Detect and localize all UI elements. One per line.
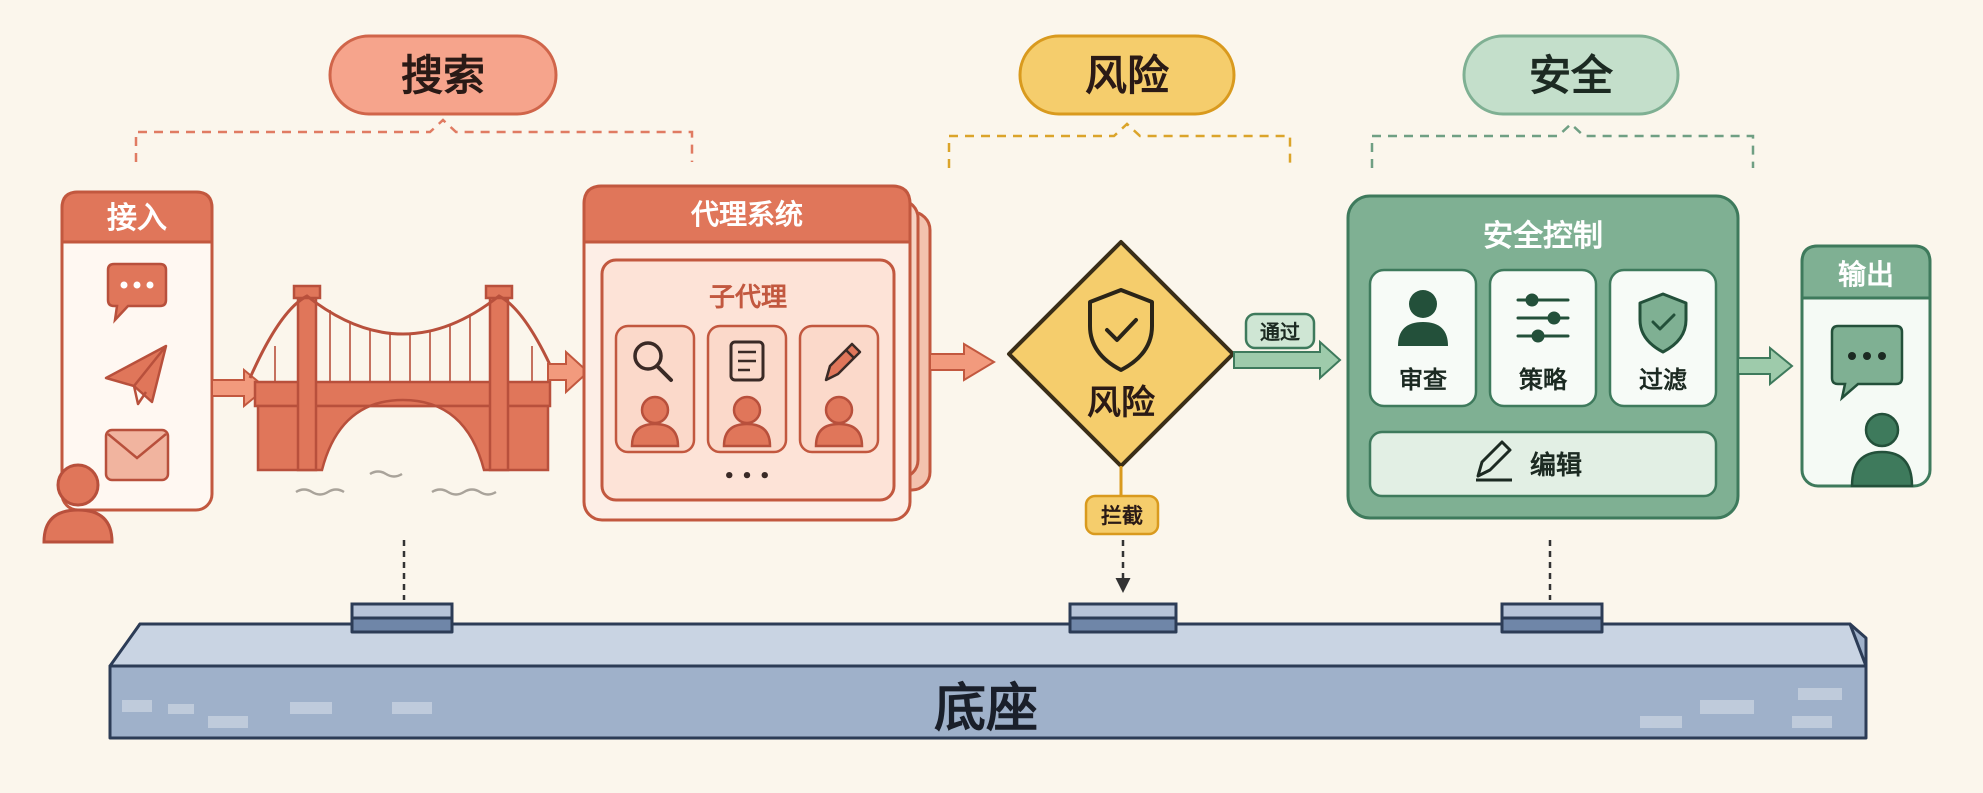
reviewer-person-icon	[1398, 290, 1448, 346]
security-card-label: 过滤	[1639, 366, 1687, 394]
sub-agent-more: • • •	[723, 466, 770, 487]
paper-plane-icon	[104, 344, 168, 406]
security-edit-label: 编辑	[1530, 450, 1582, 481]
sub-agent-title: 子代理	[709, 283, 787, 313]
agent-system-panel: 代理系统 子代理	[582, 184, 932, 522]
category-search: 搜索	[328, 34, 558, 116]
search-icon	[633, 341, 673, 382]
chat-bubble-icon	[1830, 324, 1904, 402]
arrow-bridge-to-agent	[547, 349, 590, 395]
shield-check-icon	[1088, 288, 1154, 372]
pencil-icon	[1476, 440, 1512, 482]
access-panel: 接入	[60, 190, 214, 512]
sub-agent-card-edit	[798, 324, 880, 454]
security-card-policy: 策略	[1488, 268, 1598, 408]
person-icon	[814, 395, 864, 448]
block-path: 拦截	[1084, 466, 1160, 593]
security-card-label: 策略	[1519, 366, 1568, 394]
pencil-icon	[824, 342, 862, 382]
category-risk: 风险	[1018, 34, 1236, 116]
base-module-left	[350, 602, 454, 634]
block-label: 拦截	[1101, 504, 1143, 528]
arrow-security-to-output	[1737, 345, 1794, 387]
search-bracket	[134, 118, 694, 162]
security-card-label: 审查	[1399, 366, 1447, 394]
security-edit-bar: 编辑	[1368, 430, 1718, 498]
security-title: 安全控制	[1483, 219, 1603, 254]
access-title: 接入	[107, 201, 167, 236]
chat-bubble-icon	[106, 262, 168, 324]
security-card-review: 审查	[1368, 268, 1478, 408]
person-icon	[722, 395, 772, 448]
category-risk-label: 风险	[1085, 51, 1170, 100]
document-icon	[729, 340, 765, 382]
output-panel: 输出	[1800, 244, 1932, 488]
base-label: 底座	[934, 679, 1038, 739]
shield-check-icon	[1638, 292, 1688, 354]
agent-system-title: 代理系统	[690, 198, 803, 231]
base-module-middle	[1068, 602, 1178, 634]
user-avatar-icon	[42, 463, 114, 544]
person-icon	[1850, 412, 1914, 488]
sub-agent-card-document	[706, 324, 788, 454]
base-platform: 底座	[108, 602, 1868, 740]
pass-path: 通过	[1233, 312, 1342, 381]
security-card-filter: 过滤	[1608, 268, 1718, 408]
risk-bracket	[947, 122, 1292, 168]
sliders-icon	[1516, 293, 1570, 343]
risk-gate: 风险	[1007, 240, 1235, 468]
safety-bracket	[1370, 122, 1755, 168]
output-title: 输出	[1838, 258, 1894, 291]
person-icon	[630, 395, 680, 448]
bridge-icon	[248, 284, 558, 496]
category-safety-label: 安全	[1529, 51, 1614, 100]
category-search-label: 搜索	[401, 51, 485, 100]
pass-label: 通过	[1260, 320, 1300, 344]
risk-gate-label: 风险	[1087, 383, 1156, 423]
mail-icon	[104, 428, 170, 482]
base-module-right	[1500, 602, 1604, 634]
arrow-agent-to-risk	[929, 342, 996, 382]
security-control-panel: 安全控制 审查 策略	[1346, 194, 1740, 520]
category-safety: 安全	[1462, 34, 1680, 116]
sub-agent-card-search	[614, 324, 696, 454]
